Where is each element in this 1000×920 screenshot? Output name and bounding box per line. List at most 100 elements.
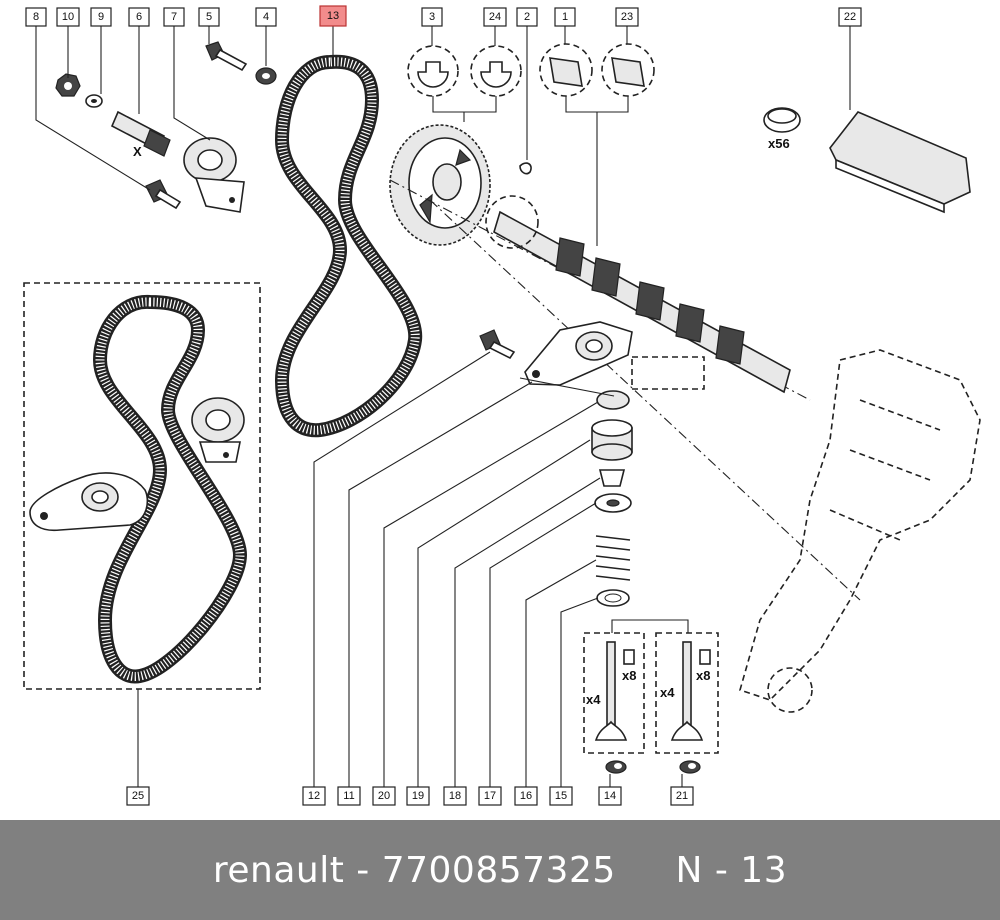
callout-8[interactable]: 8 bbox=[25, 7, 47, 27]
keys-bracket bbox=[432, 96, 497, 122]
svg-text:8: 8 bbox=[33, 11, 39, 23]
kit-dashed-box bbox=[23, 282, 261, 690]
spring-cap bbox=[594, 493, 632, 513]
valve-shim bbox=[596, 390, 630, 410]
exhaust-keepers-qty: x8 bbox=[696, 668, 710, 683]
svg-text:15: 15 bbox=[555, 790, 567, 802]
callout-17[interactable]: 17 bbox=[478, 786, 502, 806]
svg-text:23: 23 bbox=[621, 11, 633, 23]
footer-bar: renault - 7700857325 N - 13 bbox=[0, 820, 1000, 920]
callout-20[interactable]: 20 bbox=[372, 786, 396, 806]
intake-valve-qty: x4 bbox=[586, 692, 601, 707]
callout-16[interactable]: 16 bbox=[514, 786, 538, 806]
callout-19[interactable]: 19 bbox=[406, 786, 430, 806]
callout-18[interactable]: 18 bbox=[443, 786, 467, 806]
callout-11[interactable]: 11 bbox=[337, 786, 361, 806]
callout-15[interactable]: 15 bbox=[549, 786, 573, 806]
svg-text:5: 5 bbox=[206, 11, 212, 23]
callout-3[interactable]: 3 bbox=[421, 7, 443, 27]
callout-6[interactable]: 6 bbox=[128, 7, 150, 27]
tappet-bucket bbox=[591, 419, 633, 461]
intake-valve bbox=[594, 641, 635, 741]
callout-5[interactable]: 5 bbox=[198, 7, 220, 27]
callout-2[interactable]: 2 bbox=[516, 7, 538, 27]
spring-seat bbox=[596, 589, 630, 607]
intake-keepers-qty: x8 bbox=[622, 668, 636, 683]
valve-seal-14 bbox=[605, 760, 627, 774]
svg-text:2: 2 bbox=[524, 11, 530, 23]
callout-21[interactable]: 21 bbox=[670, 786, 694, 806]
stud-6 bbox=[110, 110, 171, 157]
washer-4 bbox=[255, 67, 277, 85]
x-mark-label: X bbox=[133, 144, 142, 159]
head-axis bbox=[429, 199, 861, 601]
svg-text:24: 24 bbox=[489, 11, 501, 23]
callout-14[interactable]: 14 bbox=[598, 786, 622, 806]
svg-text:19: 19 bbox=[412, 790, 424, 802]
callout-25[interactable]: 25 bbox=[126, 786, 150, 806]
exhaust-valve-qty: x4 bbox=[660, 685, 675, 700]
key-2 bbox=[519, 162, 532, 175]
callout-4[interactable]: 4 bbox=[255, 7, 277, 27]
callout-23[interactable]: 23 bbox=[615, 7, 639, 27]
valve-seal-21 bbox=[679, 760, 701, 774]
svg-text:11: 11 bbox=[343, 790, 354, 802]
washer-9 bbox=[85, 94, 103, 108]
svg-text:25: 25 bbox=[132, 790, 144, 802]
callout-24[interactable]: 24 bbox=[483, 7, 507, 27]
timing-belt bbox=[275, 54, 423, 438]
bolt-5 bbox=[205, 41, 248, 72]
svg-text:12: 12 bbox=[308, 790, 320, 802]
svg-text:13: 13 bbox=[327, 10, 339, 22]
svg-text:20: 20 bbox=[378, 790, 390, 802]
svg-text:1: 1 bbox=[562, 11, 568, 23]
svg-text:17: 17 bbox=[484, 790, 496, 802]
callout-12[interactable]: 12 bbox=[302, 786, 326, 806]
kit-timing-belt bbox=[93, 294, 247, 684]
cylinder-head-outline bbox=[739, 349, 981, 713]
valves-bracket bbox=[611, 619, 689, 633]
camshaft bbox=[389, 179, 811, 401]
svg-text:7: 7 bbox=[171, 11, 177, 23]
cams-bracket bbox=[565, 96, 629, 246]
kit-tensioner-roller bbox=[191, 397, 245, 463]
bolt-12 bbox=[479, 329, 516, 360]
svg-text:16: 16 bbox=[520, 790, 532, 802]
callout-10[interactable]: 10 bbox=[56, 7, 80, 27]
valve-keepers bbox=[598, 469, 626, 487]
footer-caption: renault - 7700857325 N - 13 bbox=[212, 849, 788, 891]
callout-1[interactable]: 1 bbox=[554, 7, 576, 27]
exhaust-valve bbox=[670, 641, 711, 741]
exploded-parts-diagram: X bbox=[23, 5, 981, 806]
cam-detail-1 bbox=[539, 43, 593, 97]
svg-text:18: 18 bbox=[449, 790, 461, 802]
camshaft-sprocket bbox=[389, 124, 491, 246]
cam-detail-23 bbox=[601, 43, 655, 97]
plate-detail-box bbox=[631, 356, 705, 390]
callout-9[interactable]: 9 bbox=[90, 7, 112, 27]
callout-22[interactable]: 22 bbox=[838, 7, 862, 27]
kit-tensioner-plate bbox=[29, 472, 149, 532]
svg-text:4: 4 bbox=[263, 11, 269, 23]
callout-7[interactable]: 7 bbox=[163, 7, 185, 27]
tensioner-roller-7 bbox=[183, 137, 245, 213]
callout-13-highlighted[interactable]: 13 bbox=[319, 5, 347, 27]
valve-spring bbox=[595, 535, 631, 581]
key-detail-24 bbox=[470, 45, 522, 97]
tensioner-plate bbox=[524, 321, 633, 386]
nut-10 bbox=[55, 73, 81, 97]
svg-text:21: 21 bbox=[676, 790, 688, 802]
svg-text:9: 9 bbox=[98, 11, 104, 23]
svg-text:10: 10 bbox=[62, 11, 74, 23]
svg-text:6: 6 bbox=[136, 11, 142, 23]
svg-text:14: 14 bbox=[604, 790, 616, 802]
tappet-tray bbox=[763, 107, 971, 214]
tappets-qty-label: x56 bbox=[768, 136, 790, 151]
intake-valve-box bbox=[583, 632, 645, 754]
key-detail-3 bbox=[407, 45, 459, 97]
svg-text:22: 22 bbox=[844, 11, 856, 23]
svg-text:3: 3 bbox=[429, 11, 435, 23]
bolt-8 bbox=[145, 179, 182, 210]
leader-lines bbox=[35, 26, 851, 787]
